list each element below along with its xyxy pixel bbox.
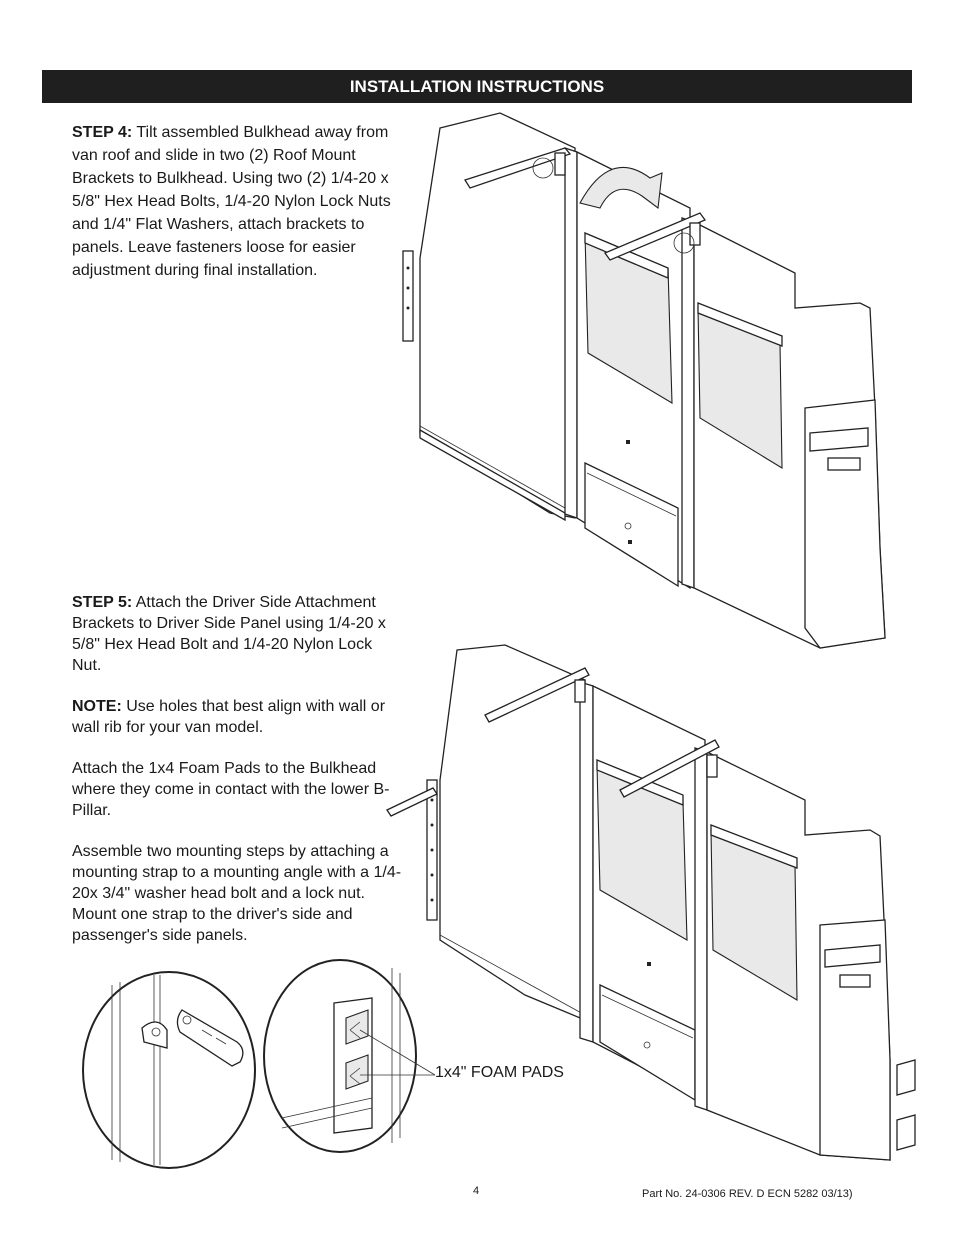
step-4-body: Tilt assembled Bulkhead away from van ro…: [72, 124, 391, 279]
section-header: INSTALLATION INSTRUCTIONS: [42, 70, 912, 103]
step-5-paragraph: STEP 5: Attach the Driver Side Attachmen…: [72, 592, 402, 676]
step-5-label: STEP 5:: [72, 594, 133, 611]
foam-pad-leaders: [359, 1029, 436, 1076]
foam-pads-label: 1x4" FOAM PADS: [435, 1064, 564, 1081]
note-body: Use holes that best align with wall or w…: [72, 698, 386, 736]
part-number: Part No. 24-0306 REV. D ECN 5282 03/13): [642, 1188, 853, 1200]
page-number: 4: [473, 1185, 480, 1197]
note-paragraph: NOTE: Use holes that best align with wal…: [72, 696, 402, 738]
step-5-body: Attach the Driver Side Attachment Bracke…: [72, 594, 386, 674]
section-title: INSTALLATION INSTRUCTIONS: [349, 77, 605, 96]
step-5-text: STEP 5: Attach the Driver Side Attachmen…: [72, 592, 402, 966]
foam-paragraph: Attach the 1x4 Foam Pads to the Bulkhead…: [72, 760, 390, 819]
step-4-illustration: [402, 112, 886, 649]
step-4-label: STEP 4:: [72, 124, 133, 141]
step-4-text: STEP 4: Tilt assembled Bulkhead away fro…: [72, 121, 392, 282]
mounting-steps-paragraph: Assemble two mounting steps by attaching…: [72, 843, 402, 944]
step-5-illustration: [386, 644, 916, 1161]
mounting-step-detail: [82, 971, 256, 1169]
note-label: NOTE:: [72, 698, 122, 715]
